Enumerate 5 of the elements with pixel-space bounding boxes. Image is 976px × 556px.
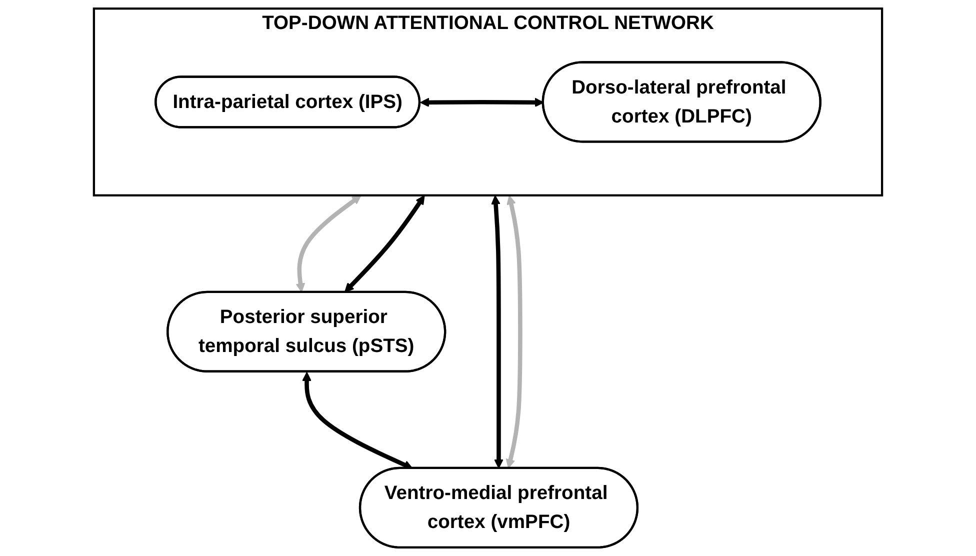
arrow	[506, 195, 522, 468]
arrow	[491, 195, 504, 468]
arrow	[420, 98, 544, 108]
arrow	[344, 195, 425, 292]
arrow	[296, 195, 362, 292]
